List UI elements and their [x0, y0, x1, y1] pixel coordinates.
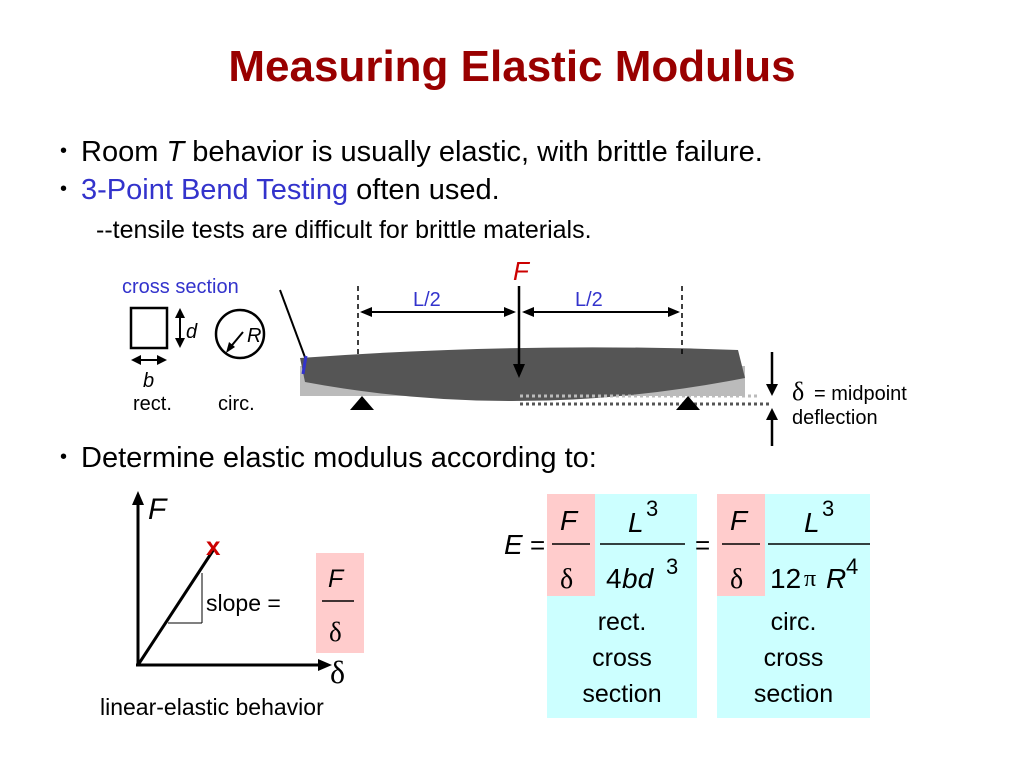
- arrowhead: [504, 307, 516, 317]
- rect-L-exp: 3: [646, 496, 658, 521]
- delta-symbol: δ: [792, 377, 804, 406]
- deflection-label-2: deflection: [792, 407, 878, 429]
- circ-den-R: R: [826, 563, 846, 594]
- arrowhead: [175, 338, 185, 348]
- rect-L: L: [628, 507, 644, 538]
- bullet-1-post: behavior is usually elastic, with brittl…: [184, 136, 763, 168]
- rect-den-4: 4: [606, 563, 622, 594]
- slope-numerator: F: [328, 565, 345, 593]
- arrowhead: [668, 307, 680, 317]
- bullet-1-T: T: [166, 136, 185, 168]
- circ-caption-line: circ.: [770, 608, 817, 636]
- page-title: Measuring Elastic Modulus: [228, 42, 796, 91]
- bullet-dot: •: [60, 178, 68, 200]
- graph-caption: linear-elastic behavior: [100, 694, 324, 720]
- arrowhead: [766, 408, 778, 420]
- bullet-2-subtext: --tensile tests are difficult for brittl…: [96, 216, 592, 244]
- circ-fraction-box: [717, 494, 765, 596]
- bullet-dot: •: [60, 446, 68, 468]
- circ-F: F: [730, 505, 749, 536]
- cross-section-pointer: [279, 289, 307, 361]
- linear-elastic-line: [136, 548, 216, 666]
- force-label: F: [513, 256, 531, 286]
- rect-delta: δ: [560, 564, 573, 595]
- equals-1: =: [530, 530, 545, 560]
- slope-denominator: δ: [329, 617, 342, 647]
- circ-caption: circ. cross section: [717, 604, 870, 712]
- bullet-2: • 3-Point Bend Testing often used.: [60, 174, 500, 207]
- bullet-1-pre: Room: [81, 136, 167, 168]
- y-axis-arrowhead-icon: [132, 491, 144, 505]
- arrowhead: [175, 308, 185, 318]
- bullet-2-post: often used.: [348, 174, 500, 206]
- circ-cross-section-icon: [214, 308, 266, 360]
- deflection-label-1: = midpoint: [814, 383, 907, 405]
- half-span-label-2: L/2: [575, 289, 603, 311]
- circ-L: L: [804, 507, 820, 538]
- circ-den-pi: π: [804, 566, 816, 592]
- rect-caption-line: cross: [592, 644, 652, 672]
- left-support-icon: [350, 396, 374, 410]
- R-label: R: [247, 325, 261, 347]
- bullet-1: • Room T behavior is usually elastic, wit…: [60, 136, 763, 169]
- bullet-dot: •: [60, 140, 68, 162]
- slope-fraction-box: [316, 553, 364, 653]
- rect-caption: rect. cross section: [547, 604, 697, 712]
- b-label: b: [143, 370, 154, 392]
- arrowhead: [226, 342, 235, 353]
- slope-label: slope =: [206, 590, 281, 616]
- circ-caption-line: section: [753, 680, 834, 708]
- rect-den-exp: 3: [666, 554, 678, 579]
- circ-den-12: 12: [770, 563, 801, 594]
- y-axis-label: F: [148, 493, 168, 526]
- x-axis-arrowhead-icon: [318, 659, 332, 671]
- x-axis-label: δ: [330, 654, 345, 690]
- bullet-3-text: Determine elastic modulus according to:: [81, 442, 597, 474]
- rect-label: rect.: [133, 393, 172, 415]
- arrowhead: [157, 355, 167, 365]
- d-label: d: [186, 321, 198, 343]
- cross-section-marker: [301, 355, 308, 375]
- arrowhead: [131, 355, 141, 365]
- circ-label: circ.: [218, 393, 255, 415]
- rect-cross-section-icon: [129, 306, 169, 350]
- bullet-3: • Determine elastic modulus according to:: [60, 442, 597, 475]
- circ-L-exp: 3: [822, 496, 834, 521]
- rect-caption-line: section: [582, 680, 662, 708]
- circ-caption-line: cross: [763, 644, 824, 672]
- arrowhead: [522, 307, 534, 317]
- half-span-label-1: L/2: [413, 289, 441, 311]
- failure-mark: x: [206, 531, 221, 561]
- E-symbol: E: [504, 529, 523, 560]
- bend-test-diagram: F L/2 L/2 cross section d b R rect. circ…: [122, 256, 907, 446]
- circ-delta: δ: [730, 564, 743, 595]
- arrowhead: [766, 384, 778, 396]
- bend-testing-link[interactable]: 3-Point Bend Testing: [81, 174, 349, 206]
- cross-section-label: cross section: [122, 276, 239, 298]
- arrowhead: [360, 307, 372, 317]
- rect-F: F: [560, 505, 579, 536]
- rect-den-bd: bd: [622, 563, 655, 594]
- right-support-icon: [676, 396, 700, 410]
- rect-caption-line: rect.: [597, 608, 647, 636]
- force-arrowhead-icon: [513, 364, 525, 378]
- deformed-beam: [300, 347, 745, 402]
- elastic-modulus-formula: E = F δ L 3 4 bd 3 = F δ L 3 12 π R 4: [504, 496, 870, 595]
- rect-fraction-box: [547, 494, 595, 596]
- circ-den-exp: 4: [846, 554, 858, 579]
- equals-2: =: [695, 530, 710, 560]
- force-deflection-graph: F δ x slope = F δ: [132, 491, 364, 690]
